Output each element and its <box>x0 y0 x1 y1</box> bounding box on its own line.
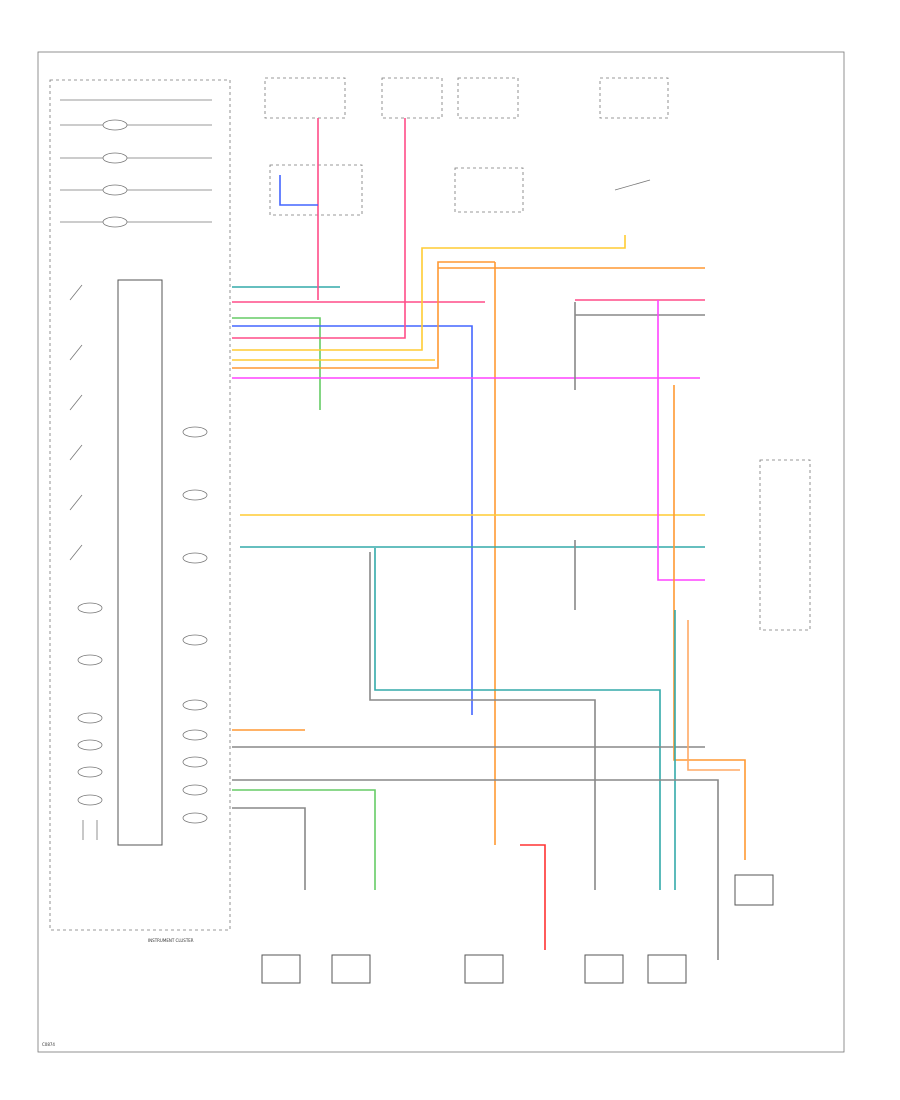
ignition-switch <box>614 179 651 191</box>
cluster-right-indicators <box>182 426 208 824</box>
cluster-control-module <box>117 279 163 846</box>
top-fuse-boxes <box>264 77 669 119</box>
right-connector-block <box>759 459 811 631</box>
wire-harness <box>232 118 746 960</box>
page-code: C0874 <box>42 1042 55 1047</box>
lower-components <box>261 874 774 984</box>
instrument-cluster-label: INSTRUMENT CLUSTER <box>148 938 194 943</box>
cluster-indicators <box>60 99 212 840</box>
relay-box-center <box>454 167 524 213</box>
instrument-cluster-outline <box>49 79 231 931</box>
relay-box-left <box>269 164 363 216</box>
diagram-frame <box>37 51 845 1053</box>
